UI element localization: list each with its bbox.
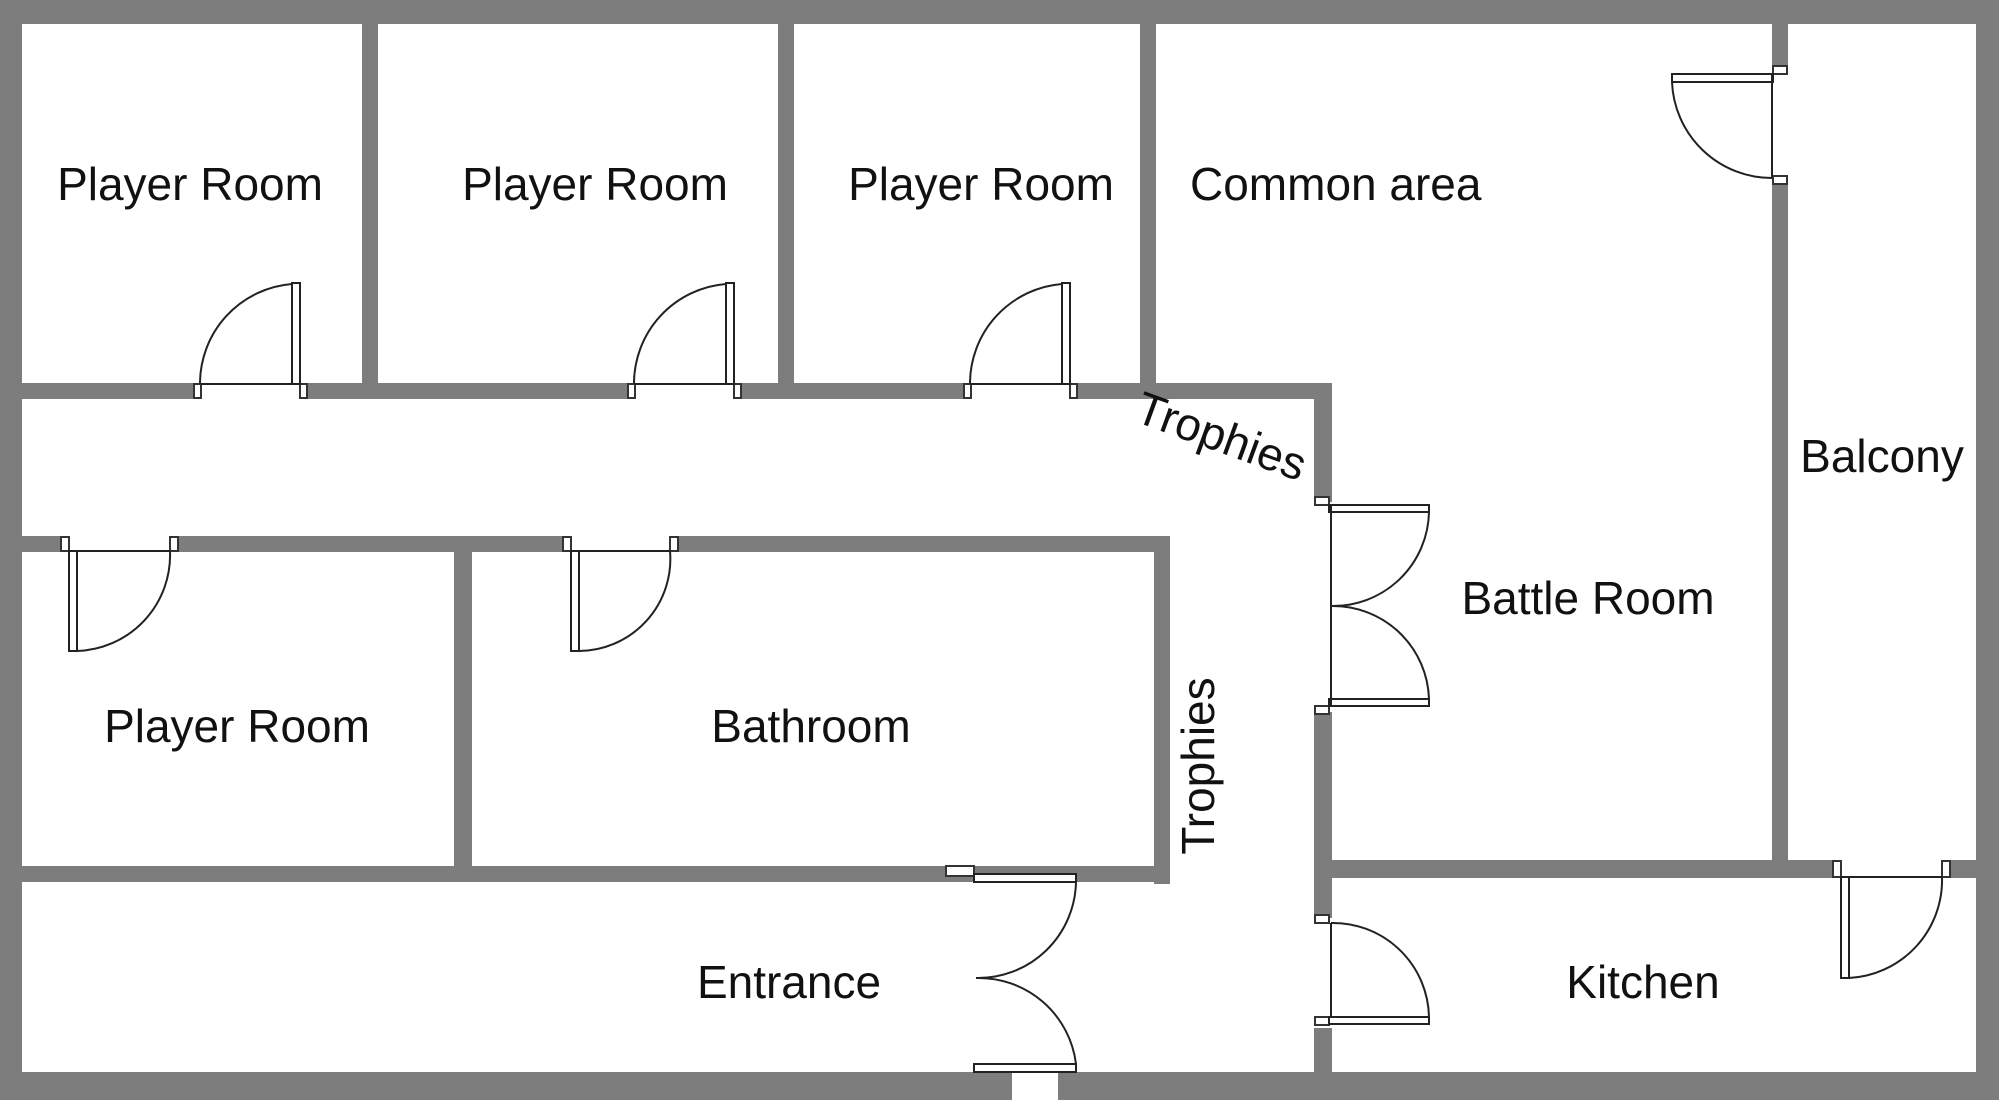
door-leaf-lower: [1328, 698, 1430, 707]
door-swing-arc: [198, 283, 293, 385]
door-swing-arc: [632, 283, 727, 385]
room-label-bathroom: Bathroom: [711, 700, 910, 752]
door-leaf: [68, 550, 78, 652]
door-leaf: [291, 282, 301, 385]
door-leaf: [570, 550, 580, 652]
wall-exterior-right: [1976, 0, 1999, 1100]
opening-entrance-front: [1012, 1072, 1058, 1100]
opening-balcony: [1772, 68, 1788, 184]
door-swing-arc: [1848, 876, 1944, 979]
opening-balcony-kitchen: [1836, 860, 1948, 878]
door-leaf: [1061, 282, 1071, 385]
wall-entrance-top: [22, 866, 1170, 882]
door-swing-arc-lower: [975, 976, 1077, 1065]
door-balcony[interactable]: [1671, 65, 1788, 185]
door-jamb: [1941, 860, 1951, 878]
door-jamb: [963, 383, 972, 399]
door-entrance[interactable]: [945, 865, 1077, 1073]
door-player-room-4[interactable]: [60, 536, 179, 652]
wall-player-room-4-bathroom: [454, 536, 472, 874]
door-leaf: [1671, 73, 1774, 83]
room-label-player-room-2: Player Room: [462, 158, 728, 210]
door-jamb: [1772, 175, 1788, 185]
door-swing-arc: [76, 550, 172, 652]
room-label-common-area: Common area: [1190, 158, 1482, 210]
wall-bathroom-right: [1154, 536, 1170, 884]
room-label-kitchen: Kitchen: [1566, 956, 1719, 1008]
door-jamb: [627, 383, 636, 399]
door-swing-arc-lower: [1330, 604, 1430, 700]
opening-kitchen-hall: [1314, 918, 1332, 1028]
wall-exterior-top: [0, 0, 1999, 24]
opening-player-room-4: [64, 536, 176, 552]
door-jamb: [1314, 496, 1330, 506]
room-label-battle-room: Battle Room: [1461, 572, 1714, 624]
door-jamb: [733, 383, 742, 399]
door-bathroom[interactable]: [562, 536, 679, 652]
wall-exterior-bottom: [0, 1072, 1999, 1100]
room-label-player-room-4: Player Room: [104, 700, 370, 752]
door-swing-arc-upper: [975, 881, 1077, 980]
wall-player-room-3-common: [1140, 22, 1156, 387]
wall-player-room-1-2: [362, 22, 378, 387]
door-jamb: [1772, 65, 1788, 75]
door-player-room-3[interactable]: [963, 282, 1078, 399]
wall-player-room-2-3: [778, 22, 794, 387]
room-label-player-room-3: Player Room: [848, 158, 1114, 210]
door-swing-arc: [578, 550, 672, 652]
door-jamb: [562, 536, 572, 552]
annotation-trophies-hall: Trophies: [1172, 677, 1224, 854]
door-jamb: [1314, 914, 1330, 924]
door-jamb: [1832, 860, 1842, 878]
room-label-player-room-1: Player Room: [57, 158, 323, 210]
opening-player-room-3: [966, 383, 1076, 399]
wall-exterior-left: [0, 0, 22, 1100]
door-player-room-1[interactable]: [193, 282, 308, 399]
door-battle-room[interactable]: [1314, 496, 1430, 715]
door-swing-arc: [1330, 921, 1430, 1018]
door-jamb: [1314, 705, 1330, 715]
door-player-room-2[interactable]: [627, 282, 742, 399]
wall-battle-balcony: [1772, 22, 1788, 864]
door-leaf: [1328, 1016, 1430, 1025]
opening-battle-room: [1314, 502, 1332, 712]
wall-kitchen-top: [1314, 860, 1976, 878]
room-label-entrance: Entrance: [697, 956, 881, 1008]
door-kitchen[interactable]: [1314, 914, 1430, 1026]
opening-player-room-1: [196, 383, 306, 399]
door-swing-arc: [1671, 81, 1773, 180]
door-leaf: [725, 282, 735, 385]
door-jamb: [945, 865, 975, 877]
door-balcony-kitchen[interactable]: [1832, 860, 1951, 979]
door-jamb: [169, 536, 179, 552]
door-openings: [64, 68, 1948, 1100]
door-leaf-lower: [973, 1063, 1077, 1073]
door-jamb: [193, 383, 202, 399]
room-labels: Player Room Player Room Player Room Comm…: [57, 158, 1964, 1008]
door-swing-arc-upper: [1330, 511, 1430, 608]
door-jamb: [299, 383, 308, 399]
opening-player-room-2: [630, 383, 740, 399]
door-jamb: [1069, 383, 1078, 399]
door-leaf-upper: [1328, 504, 1430, 513]
door-jamb: [1314, 1016, 1330, 1026]
door-leaf-upper: [973, 873, 1077, 883]
opening-bathroom: [566, 536, 676, 552]
door-leaf: [1840, 876, 1850, 979]
door-jamb: [60, 536, 70, 552]
room-label-balcony: Balcony: [1800, 430, 1964, 482]
door-jamb: [669, 536, 679, 552]
door-swing-arc: [968, 283, 1063, 385]
